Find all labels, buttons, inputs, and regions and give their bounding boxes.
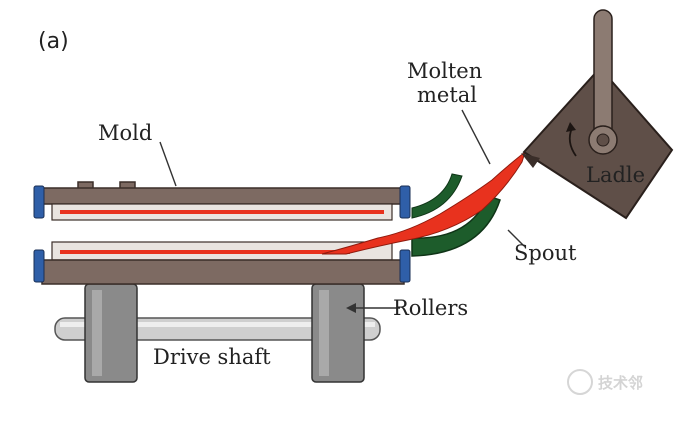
mold-bottom: [33, 241, 411, 285]
watermark: 技术邻: [567, 369, 643, 395]
rollers-arrowhead: [346, 303, 356, 313]
molten-metal-stream: [321, 150, 526, 255]
spout: [411, 173, 501, 257]
label-molten-line2: metal: [417, 83, 477, 107]
label-spout: Spout: [514, 241, 577, 265]
panel-label: (a): [38, 29, 69, 54]
watermark-logo-icon: [567, 369, 593, 395]
label-mold: Mold: [98, 121, 152, 145]
ladle: [521, 9, 674, 220]
mold-top: [33, 181, 411, 221]
watermark-text: 技术邻: [598, 374, 643, 392]
roller-right: [311, 283, 365, 383]
label-rollers: Rollers: [393, 296, 468, 320]
label-drive-shaft: Drive shaft: [153, 345, 271, 369]
label-molten-line1: Molten: [407, 59, 482, 83]
roller-left: [84, 283, 138, 383]
label-ladle: Ladle: [586, 163, 645, 187]
leader-lines: [159, 109, 525, 309]
